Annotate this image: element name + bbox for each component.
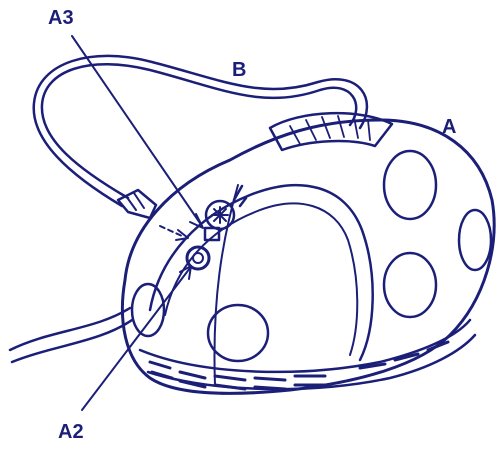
label-a3: A3: [48, 7, 74, 29]
air-tube: [34, 56, 367, 206]
label-a: A: [442, 116, 456, 138]
label-b: B: [232, 59, 246, 81]
leader-arrow-a3: [190, 214, 203, 228]
compressor-housing: [122, 113, 494, 393]
label-a2: A2: [58, 421, 84, 443]
